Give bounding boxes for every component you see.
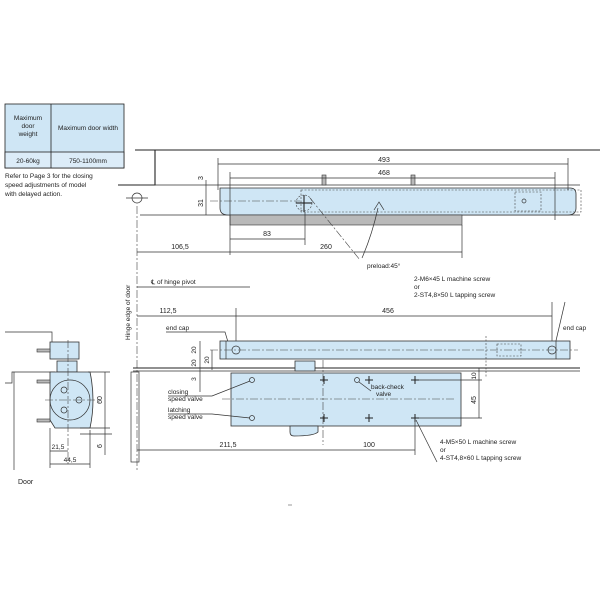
closing-valve-line1: closing [168, 389, 189, 396]
latching-valve-line2: speed valve [168, 414, 203, 421]
screw-top-line2: or [414, 284, 421, 291]
dim-456: 456 [382, 308, 394, 315]
dim-468: 468 [378, 170, 390, 177]
latching-valve-line1: latching [168, 407, 191, 414]
value-weight: 20-60kg [16, 158, 40, 165]
end-cap-left-label: end cap [166, 325, 190, 332]
header-weight-line2: door [21, 123, 35, 130]
dim-31: 31 [198, 199, 205, 207]
backcheck-valve-line1: back-check [371, 384, 405, 391]
header-weight-line3: weight [18, 131, 38, 138]
note-line3: with delayed action. [4, 191, 62, 198]
header-width: Maximum door width [58, 125, 118, 132]
note: Refer to Page 3 for the closing speed ad… [4, 173, 93, 198]
dim-20b: 20 [191, 359, 198, 367]
spec-table: Maximum door weight Maximum door width 2… [4, 103, 125, 169]
value-width: 750-1100mm [69, 158, 107, 165]
screw-top-line3: 2-ST4,8×50 L tapping screw [414, 292, 496, 299]
dim-60: 60 [97, 396, 104, 404]
hinge-edge-label: Hinge edge of door [125, 284, 132, 340]
dim-112-5: 112,5 [160, 308, 177, 315]
dim-493: 493 [378, 157, 390, 164]
dim-100: 100 [363, 442, 375, 449]
dim-21-5: 21,5 [52, 444, 65, 451]
frame-lines [118, 149, 600, 470]
closing-valve-line2: speed valve [168, 396, 203, 403]
preload-label: preload:45° [367, 262, 401, 270]
dim-3: 3 [198, 176, 205, 180]
valve-icons [249, 377, 360, 421]
side-view: 60 6 21,5 44,5 Door [5, 331, 112, 486]
screw-bottom-line3: 4-ST4,8×60 L tapping screw [440, 455, 522, 462]
dim-20c: 20 [204, 356, 211, 364]
hinge-pivot-label: ℄ of hinge pivot [150, 279, 196, 286]
backcheck-valve-line2: valve [376, 391, 392, 398]
dim-3-front: 3 [191, 377, 198, 381]
dim-260: 260 [320, 244, 332, 251]
note-line1: Refer to Page 3 for the closing [5, 173, 93, 180]
dim-83: 83 [263, 231, 271, 238]
screw-bottom-line2: or [440, 447, 447, 454]
screw-bottom-line1: 4-M5×50 L machine screw [440, 439, 516, 446]
front-view: 112,5 456 end cap end cap closing speed … [130, 302, 587, 463]
dim-10: 10 [471, 372, 478, 380]
screw-icon [231, 345, 241, 355]
screw-icon [547, 345, 557, 355]
dim-211-5: 211,5 [220, 442, 237, 449]
screw-top-line1: 2-M6×45 L machine screw [414, 276, 490, 283]
dim-45: 45 [471, 396, 478, 404]
dim-6: 6 [97, 444, 104, 448]
end-cap-right-label: end cap [563, 325, 587, 332]
top-view: 493 468 3 31 83 106,5 260 preload:45° [137, 157, 582, 270]
door-label: Door [18, 479, 34, 486]
header-weight-line1: Maximum [14, 115, 42, 122]
dim-106-5: 106,5 [171, 244, 189, 251]
dim-20a: 20 [191, 346, 198, 354]
note-line2: speed adjustments of model [5, 182, 87, 189]
dim-44-5: 44,5 [64, 457, 77, 464]
